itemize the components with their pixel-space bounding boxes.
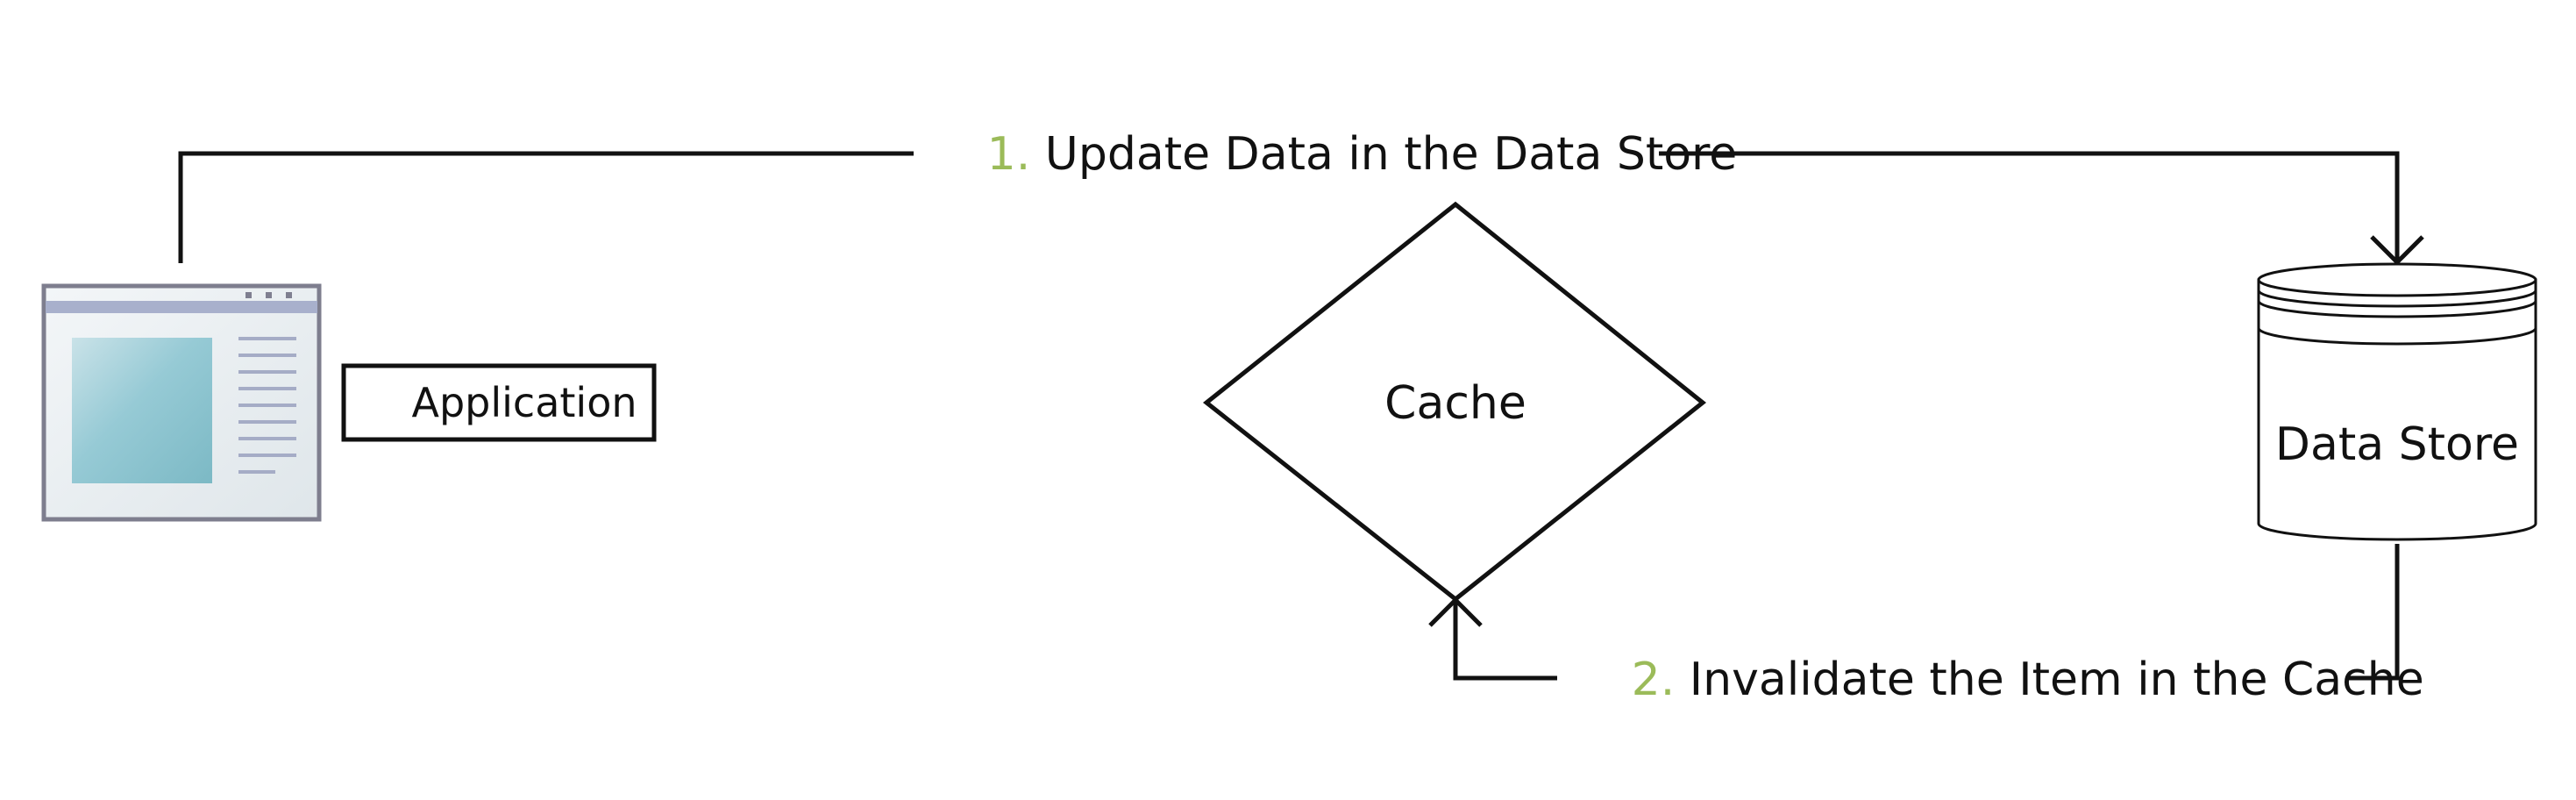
flow-update-arrow: [178, 151, 2424, 266]
application-label: Application: [411, 379, 637, 426]
flow-update-number: 1.: [987, 128, 1031, 181]
database-cylinder-icon: [2257, 262, 2537, 541]
cache-label: Cache: [1384, 377, 1526, 430]
flow-invalidate-label: 2. Invalidate the Item in the Cache: [1559, 654, 2467, 706]
flow-invalidate-arrow: [1428, 544, 2400, 681]
cache-node: Cache: [1202, 201, 1707, 603]
flow-update-text: Update Data in the Data Store: [1030, 128, 1737, 181]
flow-invalidate-text: Invalidate the Item in the Cache: [1675, 654, 2423, 706]
application-node: Application: [341, 363, 657, 442]
flow-update-label: 1. Update Data in the Data Store: [914, 128, 1781, 181]
flow-invalidate-number: 2.: [1632, 654, 1676, 706]
data-store-label: Data Store: [2275, 418, 2519, 471]
app-window-icon: [41, 283, 322, 522]
